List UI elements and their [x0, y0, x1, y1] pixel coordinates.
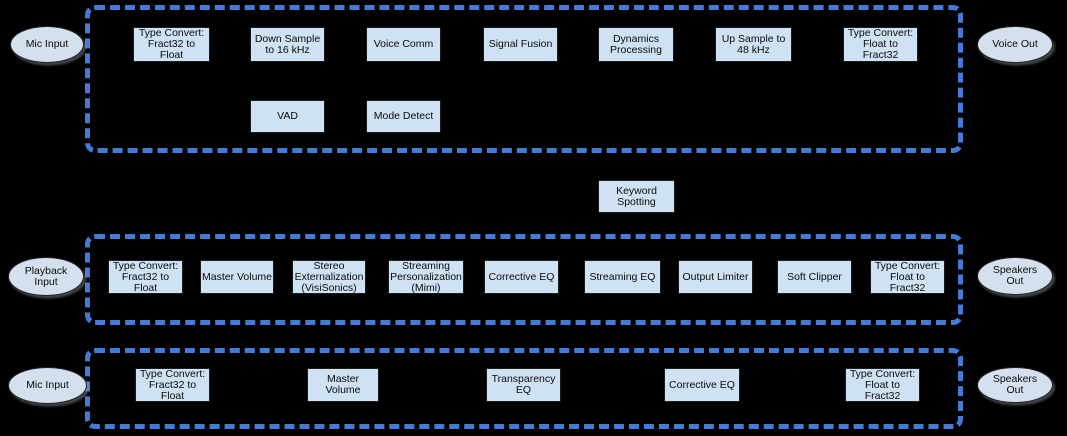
block-type-convert-fract32-to-float-playback: Type Convert: Fract32 to Float: [108, 260, 183, 294]
block-streaming-eq: Streaming EQ: [584, 260, 661, 294]
block-soft-clipper: Soft Clipper: [777, 260, 852, 294]
block-type-convert-float-to-fract32-playback: Type Convert: Float to Fract32: [870, 260, 945, 294]
block-stereo-externalization: Stereo Externalization (VisiSonics): [292, 260, 366, 294]
block-type-convert-fract32-to-float-voice: Type Convert: Fract32 to Float: [133, 27, 210, 62]
playback-path-dashed-group: [85, 234, 963, 325]
block-mode-detect: Mode Detect: [366, 100, 441, 133]
block-output-limiter: Output Limiter: [678, 260, 753, 294]
ellipse-voice-out: Voice Out: [977, 26, 1053, 63]
ellipse-playback-input: Playback Input: [8, 257, 84, 296]
block-streaming-personalization: Streaming Personalization (Mimi): [388, 260, 464, 294]
mic-passthrough-dashed-group: [85, 348, 963, 429]
block-down-sample-16khz: Down Sample to 16 kHz: [250, 27, 325, 62]
voice-path-dashed-group: [85, 5, 963, 153]
block-type-convert-float-to-fract32-mic: Type Convert: Float to Fract32: [845, 368, 920, 402]
ellipse-speakers-out-passthrough: Speakers Out: [977, 367, 1053, 403]
block-master-volume-playback: Master Volume: [200, 260, 274, 294]
ellipse-mic-input-voice: Mic Input: [10, 26, 84, 63]
block-type-convert-fract32-to-float-mic: Type Convert: Fract32 to Float: [135, 368, 210, 402]
block-voice-comm: Voice Comm: [366, 27, 441, 62]
block-corrective-eq-playback: Corrective EQ: [484, 260, 559, 294]
block-transparency-eq: Transparency EQ: [486, 368, 561, 402]
block-master-volume-mic: Master Volume: [307, 368, 379, 402]
ellipse-speakers-out-playback: Speakers Out: [977, 257, 1053, 295]
block-up-sample-48khz: Up Sample to 48 kHz: [715, 27, 792, 62]
block-keyword-spotting: Keyword Spotting: [598, 180, 675, 213]
block-type-convert-float-to-fract32-voice: Type Convert: Float to Fract32: [843, 27, 918, 62]
block-vad: VAD: [250, 100, 325, 133]
block-signal-fusion: Signal Fusion: [483, 27, 558, 62]
block-dynamics-processing: Dynamics Processing: [598, 27, 674, 62]
ellipse-mic-input-passthrough: Mic Input: [8, 367, 87, 404]
block-corrective-eq-mic: Corrective EQ: [664, 368, 740, 402]
